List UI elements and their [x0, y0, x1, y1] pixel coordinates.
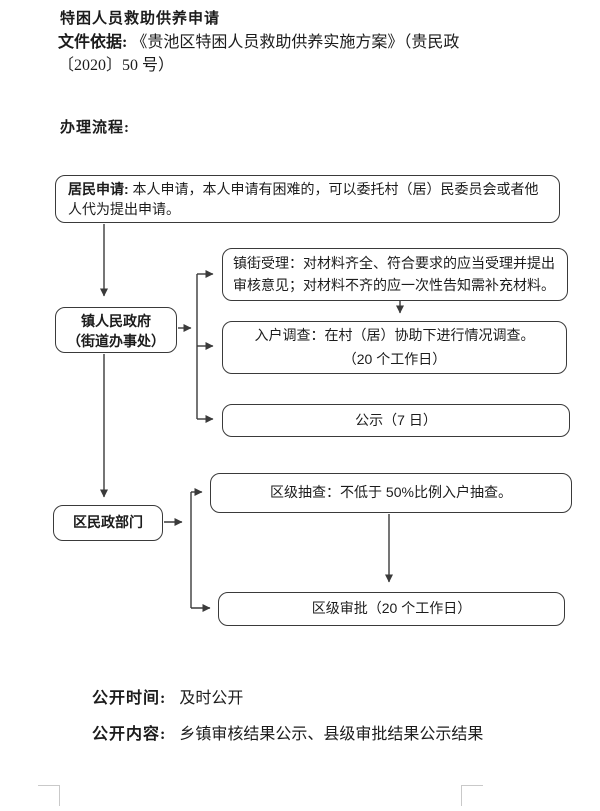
basis-value: 《贵池区特困人员救助供养实施方案》（贵民政〔2020〕50 号） — [58, 34, 460, 74]
page-corner-mark-right — [461, 785, 483, 806]
page-corner-mark-left — [38, 785, 60, 806]
flow-node-district-civil-affairs: 区民政部门 — [53, 505, 163, 541]
town-government-line2: （街道办事处） — [67, 333, 165, 349]
process-section-label: 办理流程: — [60, 120, 130, 136]
publish-content-value: 乡镇审核结果公示、县级审批结果公示结果 — [179, 726, 484, 743]
district-civil-affairs-body: 区民政部门 — [73, 514, 143, 530]
flow-node-town-government: 镇人民政府 （街道办事处） — [55, 307, 177, 353]
page-title: 特困人员救助供养申请 — [60, 11, 221, 27]
publish-time-label: 公开时间: — [92, 690, 167, 707]
flow-node-resident-application: 居民申请: 本人申请，本人申请有困难的，可以委托村（居）民委员会或者他人代为提出… — [55, 175, 560, 223]
flow-node-public-notice: 公示（7 日） — [222, 404, 570, 437]
resident-application-body: 本人申请，本人申请有困难的，可以委托村（居）民委员会或者他人代为提出申请。 — [68, 181, 539, 217]
flow-node-district-approval: 区级审批（20 个工作日） — [218, 592, 565, 626]
flow-node-household-survey: 入户调查：在村（居）协助下进行情况调查。 （20 个工作日） — [222, 321, 567, 374]
publish-time-line: 公开时间: 及时公开 — [92, 684, 243, 708]
resident-application-label: 居民申请: — [68, 181, 129, 197]
publish-content-line: 公开内容: 乡镇审核结果公示、县级审批结果公示结果 — [92, 720, 483, 744]
public-notice-body: 公示（7 日） — [355, 412, 437, 428]
flow-node-town-acceptance: 镇街受理：对材料齐全、符合要求的应当受理并提出审核意见；对材料不齐的应一次性告知… — [222, 248, 568, 301]
town-acceptance-body: 镇街受理：对材料齐全、符合要求的应当受理并提出审核意见；对材料不齐的应一次性告知… — [233, 255, 555, 293]
town-government-line1: 镇人民政府 — [81, 313, 151, 329]
district-spot-check-body: 区级抽查：不低于 50%比例入户抽查。 — [270, 484, 512, 500]
publish-time-value: 及时公开 — [179, 690, 244, 707]
publish-content-label: 公开内容: — [92, 726, 167, 743]
basis-label: 文件依据: — [58, 34, 128, 51]
district-approval-body: 区级审批（20 个工作日） — [311, 600, 472, 616]
household-survey-line1: 入户调查：在村（居）协助下进行情况调查。 — [254, 327, 535, 343]
flow-node-district-spot-check: 区级抽查：不低于 50%比例入户抽查。 — [210, 473, 572, 513]
basis-line: 文件依据: 《贵池区特困人员救助供养实施方案》（贵民政〔2020〕50 号） — [58, 31, 496, 77]
household-survey-line2: （20 个工作日） — [342, 351, 447, 367]
